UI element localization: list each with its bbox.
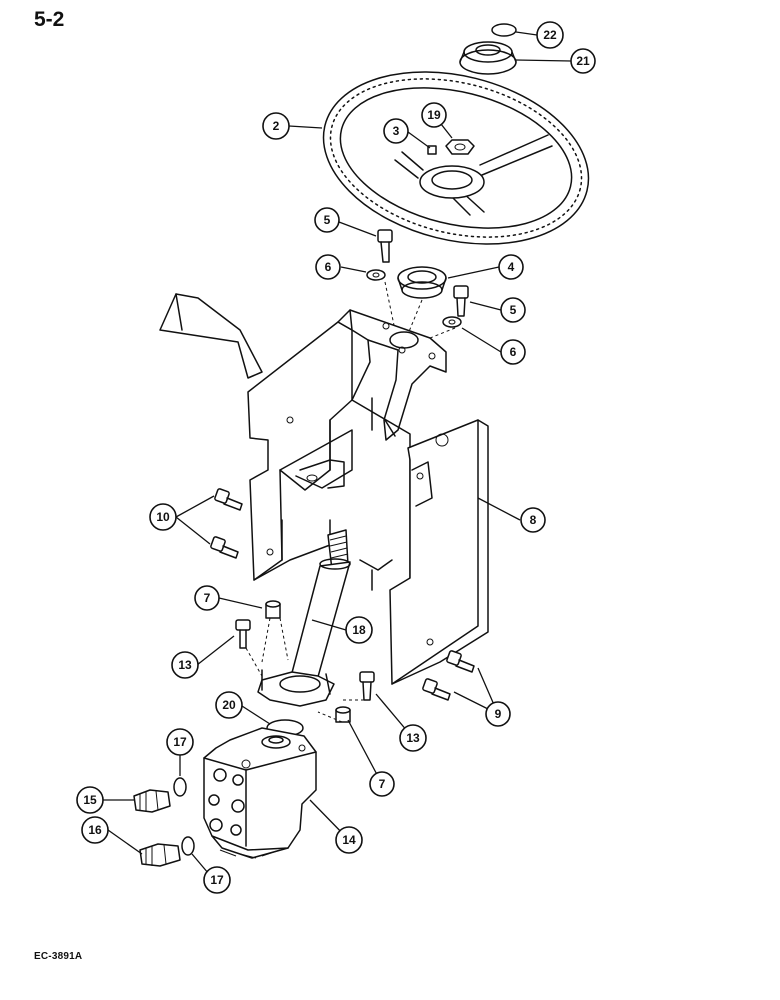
- svg-text:3: 3: [393, 124, 400, 138]
- spacer-lower: [335, 706, 351, 723]
- callout-7-lower: 7: [369, 771, 395, 797]
- callout-2: 2: [262, 112, 290, 140]
- callout-15: 15: [76, 786, 104, 814]
- steering-wheel: [322, 71, 590, 245]
- svg-text:14: 14: [342, 833, 356, 847]
- bolt-9-upper: [446, 650, 475, 673]
- svg-text:22: 22: [543, 28, 557, 42]
- bolt-upper-right: [453, 285, 469, 317]
- callout-4: 4: [498, 254, 524, 280]
- column-support-bracket: [159, 293, 489, 685]
- callout-18: 18: [345, 616, 373, 644]
- callout-19: 19: [421, 102, 447, 128]
- bolt-upper-left: [377, 229, 393, 263]
- svg-text:5: 5: [324, 213, 331, 227]
- bolt-10-upper: [214, 488, 243, 511]
- adapter-16: [139, 843, 181, 867]
- callout-14: 14: [335, 826, 363, 854]
- callout-17-upper: 17: [166, 728, 194, 756]
- svg-text:7: 7: [379, 777, 386, 791]
- callout-5-upper: 5: [314, 207, 340, 233]
- svg-text:13: 13: [178, 658, 192, 672]
- hub-nut: [445, 139, 475, 155]
- callout-10: 10: [149, 503, 177, 531]
- steering-column-shaft: [257, 529, 351, 707]
- svg-text:19: 19: [427, 108, 441, 122]
- adapter-15: [133, 789, 171, 813]
- svg-text:17: 17: [210, 873, 224, 887]
- callout-9: 9: [485, 701, 511, 727]
- svg-text:15: 15: [83, 793, 97, 807]
- bolt-9-lower: [422, 678, 451, 701]
- svg-text:13: 13: [406, 731, 420, 745]
- svg-text:4: 4: [508, 260, 515, 274]
- svg-text:2: 2: [273, 119, 280, 133]
- callout-16: 16: [81, 816, 109, 844]
- svg-text:10: 10: [156, 510, 170, 524]
- callout-8: 8: [520, 507, 546, 533]
- callout-22: 22: [536, 21, 564, 49]
- svg-text:6: 6: [510, 345, 517, 359]
- spacer-upper: [265, 600, 281, 619]
- callout-7-upper: 7: [194, 585, 220, 611]
- callout-13-right: 13: [399, 724, 427, 752]
- svg-text:8: 8: [530, 513, 537, 527]
- svg-text:6: 6: [325, 260, 332, 274]
- svg-text:18: 18: [352, 623, 366, 637]
- washer-upper-left: [366, 269, 386, 281]
- callout-13-left: 13: [171, 651, 199, 679]
- horn-cap: [459, 41, 517, 75]
- bolt-10-lower: [210, 536, 239, 559]
- callout-3: 3: [383, 118, 409, 144]
- svg-text:9: 9: [495, 707, 502, 721]
- bolt-13-right: [359, 671, 375, 701]
- seal-17-lower: [181, 836, 195, 856]
- callout-6-upper: 6: [315, 254, 341, 280]
- svg-text:7: 7: [204, 591, 211, 605]
- cap-insert: [491, 23, 517, 37]
- svg-text:5: 5: [510, 303, 517, 317]
- column-bush: [397, 266, 447, 299]
- svg-text:16: 16: [88, 823, 102, 837]
- bolt-13-left: [235, 619, 251, 649]
- callout-21: 21: [570, 48, 596, 74]
- svg-text:20: 20: [222, 698, 236, 712]
- svg-text:17: 17: [173, 735, 187, 749]
- callout-17-lower: 17: [203, 866, 231, 894]
- page-number: 5-2: [34, 8, 65, 31]
- drawing-code: EC-3891A: [34, 951, 83, 962]
- steering-control-unit: [203, 727, 317, 859]
- callout-6-lower: 6: [500, 339, 526, 365]
- callout-5-lower: 5: [500, 297, 526, 323]
- seal-17-upper: [173, 777, 187, 797]
- washer-upper-right: [442, 316, 462, 328]
- svg-text:21: 21: [576, 54, 590, 68]
- callout-20: 20: [215, 691, 243, 719]
